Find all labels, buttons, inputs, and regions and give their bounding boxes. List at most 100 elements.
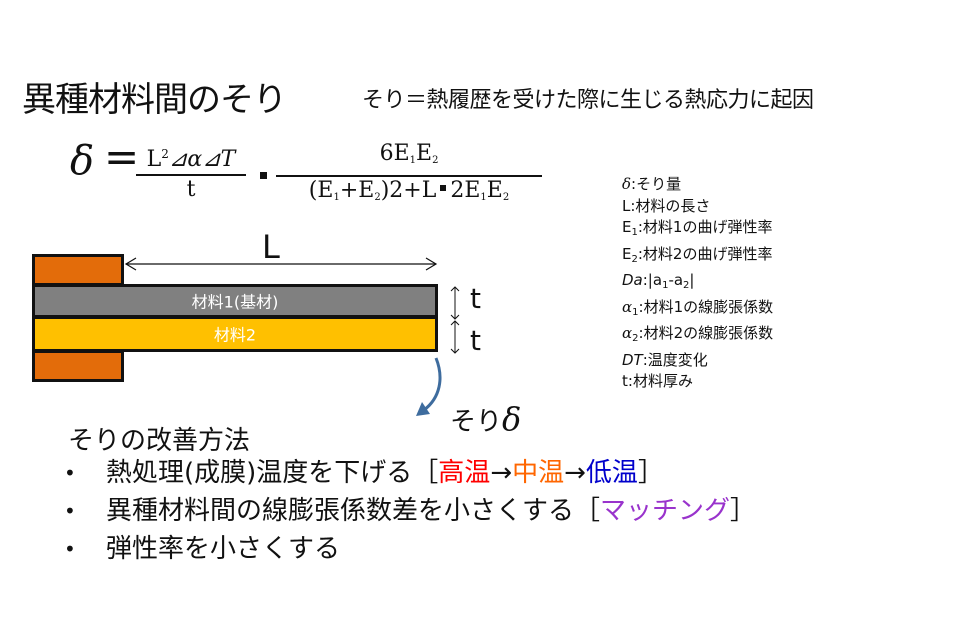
layer-material-2: 材料2 (32, 316, 438, 352)
legend-E1: E1:材料1の曲げ弾性率 (622, 217, 773, 244)
bracket-close: ］ (730, 496, 757, 526)
sub: 1 (632, 306, 639, 318)
formula-delta: δ (70, 138, 95, 184)
sym: E (622, 244, 632, 263)
fraction-1-denominator: t (186, 177, 196, 202)
improvement-list: • 熱処理(成膜)温度を下げる［高温 → 中温 → 低温］ • 異種材料間の線膨… (64, 454, 756, 568)
sym: L (622, 196, 631, 215)
length-label: L (262, 228, 280, 266)
mid: -a (668, 271, 684, 289)
end: | (689, 271, 695, 289)
desc: :材料1の線膨張係数 (638, 297, 774, 316)
fraction-1-bar (136, 174, 246, 176)
legend-Da: Da:|a1-a2| (622, 270, 773, 297)
arrow-1: → (490, 458, 513, 488)
sym: Da (622, 271, 643, 289)
layer-2-label: 材料2 (213, 325, 257, 345)
sub: 2 (631, 253, 638, 265)
sym: α (622, 297, 633, 316)
formula-fraction-1: L2⊿α⊿T t (136, 140, 246, 204)
desc: :そり量 (631, 175, 682, 193)
layer-1-label: 材料1(基材) (191, 292, 279, 312)
warp-arrow-icon (416, 357, 442, 416)
sym: t (622, 372, 628, 390)
desc: :|a (642, 271, 663, 289)
legend-delta: δ:そり量 (622, 174, 773, 196)
multiply-dot-small (440, 185, 447, 191)
desc: :温度変化 (642, 350, 708, 369)
d-p5: E (486, 178, 503, 203)
slide-subtitle: そり＝熱履歴を受けた際に生じる熱応力に起因 (362, 88, 814, 113)
desc: :材料厚み (627, 372, 693, 390)
formula-equals: = (104, 132, 140, 181)
sub-a: 1 (662, 280, 669, 291)
num-L: L (146, 147, 162, 172)
fraction-2-numerator: 6E1E2 (380, 140, 439, 175)
d-s3: 1 (480, 192, 487, 203)
s1: 1 (409, 155, 416, 166)
sym: E (622, 218, 632, 236)
desc: :材料1の曲げ弾性率 (637, 218, 773, 236)
legend-L: L:材料の長さ (622, 196, 773, 218)
warp-symbol: δ (502, 400, 522, 438)
variable-legend: δ:そり量 L:材料の長さ E1:材料1の曲げ弾性率 E2:材料2の曲げ弾性率 … (622, 174, 773, 393)
num-rest: ⊿α⊿T (168, 147, 236, 172)
clamp-top (32, 254, 124, 286)
legend-alpha2: α2:材料2の線膨張係数 (622, 323, 773, 350)
sub-b: 2 (683, 280, 690, 291)
arrow-2: → (564, 458, 586, 488)
desc: :材料2の曲げ弾性率 (637, 244, 773, 263)
d-s4: 2 (502, 192, 510, 203)
mid-temp: 中温 (512, 458, 565, 488)
legend-t: t:材料厚み (622, 371, 773, 393)
d-p2: +E (339, 178, 375, 203)
item-text: 異種材料間の線膨張係数差を小さくする［ (106, 496, 601, 526)
list-item: • 弾性率を小さくする (64, 530, 756, 568)
legend-alpha1: α1:材料1の線膨張係数 (622, 297, 773, 324)
fraction-1-numerator: L2⊿α⊿T (147, 140, 236, 174)
layer-material-1: 材料1(基材) (32, 284, 438, 318)
thickness-1-label: t (470, 282, 481, 315)
thickness-2-label: t (470, 324, 481, 357)
bullet-icon: • (64, 461, 76, 485)
slide-title: 異種材料間のそり (22, 80, 287, 120)
item-text: 熱処理(成膜)温度を下げる［ (106, 458, 439, 488)
warp-text: そり (450, 407, 503, 437)
low-temp: 低温 (585, 458, 638, 488)
bracket-close: ］ (637, 458, 664, 488)
desc: :材料2の線膨張係数 (638, 324, 774, 342)
high-temp: 高温 (438, 458, 491, 488)
desc: :材料の長さ (630, 196, 711, 215)
sym: δ (622, 175, 632, 193)
thickness-arrow-1-icon (450, 286, 460, 320)
bullet-icon: • (64, 499, 76, 523)
matching-text: マッチング (600, 496, 731, 526)
d-p3: )2+L (380, 178, 437, 203)
sub: 2 (632, 333, 639, 344)
d-s2: 2 (374, 192, 381, 203)
multiply-dot (260, 172, 267, 179)
clamp-bottom (32, 350, 124, 382)
s2: 2 (432, 155, 439, 166)
list-item: • 熱処理(成膜)温度を下げる［高温 → 中温 → 低温］ (64, 454, 756, 492)
sym: α (622, 324, 633, 342)
e2: E (416, 141, 433, 166)
improvement-heading: そりの改善方法 (68, 426, 251, 456)
d-p4: 2E (450, 178, 481, 203)
e1: E (393, 141, 410, 166)
sub: 1 (631, 227, 638, 238)
list-item: • 異種材料間の線膨張係数差を小さくする［マッチング］ (64, 492, 756, 530)
warp-label: そりδ (450, 400, 521, 438)
sym: DT (622, 350, 643, 369)
thickness-arrow-2-icon (450, 320, 460, 354)
bullet-icon: • (64, 537, 76, 561)
length-arrow-icon (124, 257, 438, 271)
d-p1: (E (308, 178, 334, 203)
coef: 6 (379, 141, 394, 166)
num-sup: 2 (161, 147, 169, 161)
d-s1: 1 (333, 192, 340, 203)
legend-E2: E2:材料2の曲げ弾性率 (622, 244, 773, 271)
item-text: 弾性率を小さくする (106, 534, 341, 564)
